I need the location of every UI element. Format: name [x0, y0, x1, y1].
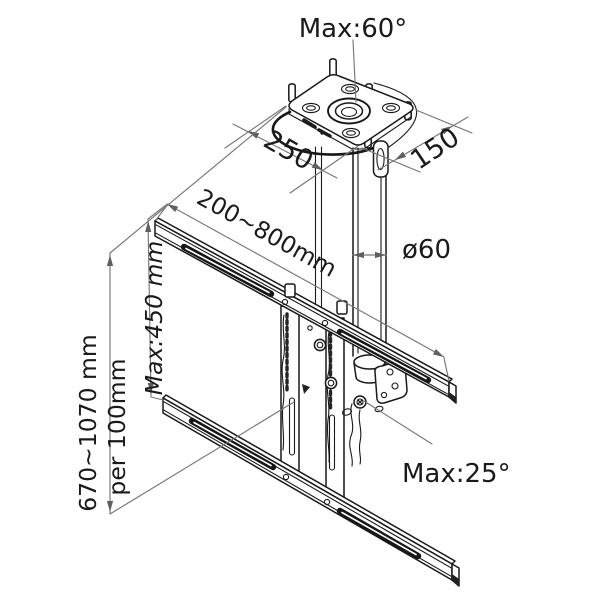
label-plate-width: 150	[405, 122, 465, 177]
tilt-bracket	[341, 354, 408, 467]
label-drop-height-step: per 100mm	[103, 358, 131, 495]
tv-rail-top	[154, 217, 457, 404]
label-pole-diameter: ø60	[402, 235, 451, 265]
vesa-bracket-left	[280, 305, 300, 473]
label-plate-depth: 250	[258, 124, 318, 177]
plate-holes	[301, 83, 401, 139]
label-bracket-max-height: Max:450 mm	[140, 241, 168, 396]
label-max-rotation: Max:60°	[299, 14, 408, 44]
rail-hook-tab	[284, 283, 296, 298]
tv-rail-bottom	[162, 394, 460, 587]
vesa-bracket-right	[325, 317, 345, 499]
bracket-bolts	[302, 325, 338, 394]
label-drop-height-range: 670~1070 mm	[74, 334, 102, 512]
mounting-pole	[314, 146, 387, 357]
label-max-tilt: Max:25°	[402, 459, 511, 489]
plate-side-bracket	[372, 140, 389, 178]
leader-max-tilt	[363, 400, 433, 445]
dimension-lines	[106, 39, 473, 515]
swivel-hub	[327, 97, 371, 125]
ceiling-plate	[288, 58, 418, 178]
rotation-arc	[373, 82, 418, 148]
leader-max-rotation	[352, 39, 357, 103]
